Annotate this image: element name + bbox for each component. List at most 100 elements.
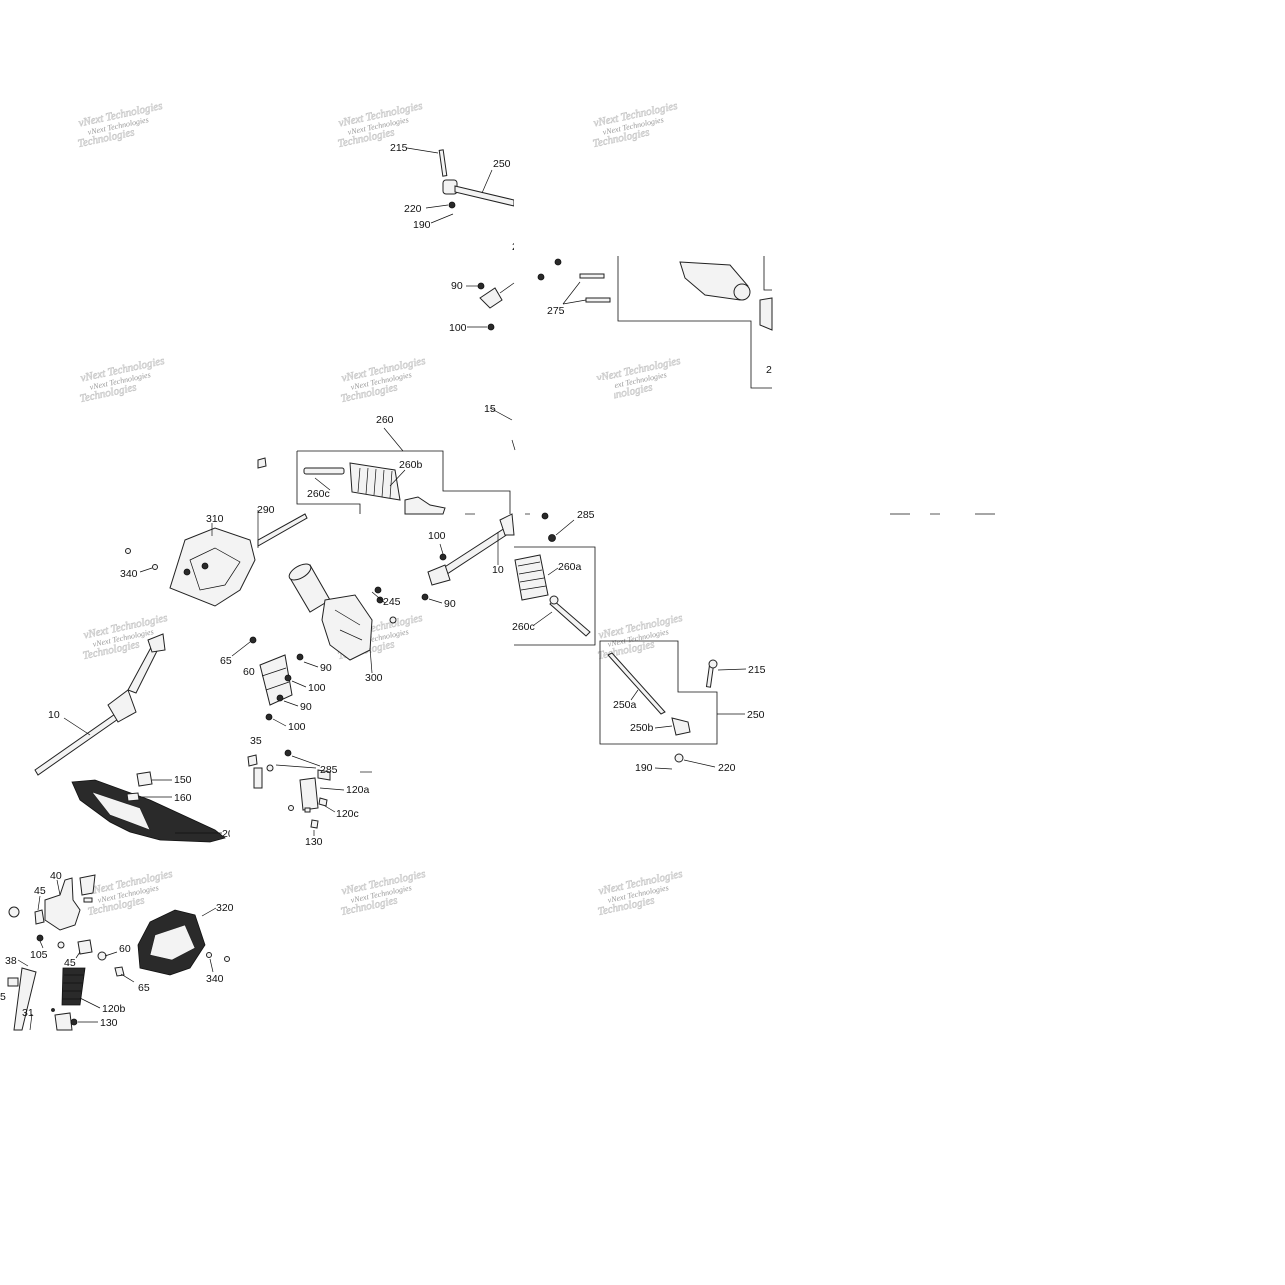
callout-label: 260	[376, 414, 394, 426]
bolt-part	[585, 297, 611, 303]
callout-label: 190	[635, 762, 653, 774]
callout-label: 105	[30, 949, 48, 961]
callout-label: 320	[216, 902, 234, 914]
cap-part	[136, 771, 153, 787]
tile-crop-masks	[230, 160, 614, 870]
bracket-part	[169, 527, 256, 607]
callout-label: 285	[320, 764, 338, 776]
callout-label: 10	[48, 709, 60, 721]
intermediate-shaft	[421, 512, 575, 604]
bushing-part	[77, 939, 93, 955]
callout-label: 220	[404, 203, 422, 215]
callout-label: 245	[383, 596, 401, 608]
clamp-part	[404, 496, 446, 515]
callout-label: 15	[484, 403, 496, 415]
callout-label: 120a	[346, 784, 370, 796]
callout-label: 275	[547, 305, 565, 317]
callout-label: 90	[451, 280, 463, 292]
callout-label: 60	[119, 943, 131, 955]
bellows-part	[61, 967, 86, 1006]
callout-label: 100	[308, 682, 326, 694]
callout-label: 340	[206, 973, 224, 985]
tilt-bracket-part	[44, 877, 81, 931]
tilt-linkage	[247, 749, 345, 836]
callout-label: 340	[120, 568, 138, 580]
tie-rod-end-part	[671, 717, 691, 736]
callout-label: 290	[257, 504, 275, 516]
power-steering-unit	[257, 457, 397, 674]
callout-label: 45	[34, 885, 46, 897]
callout-label: 100	[449, 322, 467, 334]
lower-shaft-assembly	[231, 636, 319, 727]
callout-label: 260c	[307, 488, 330, 500]
callout-label: 120c	[336, 808, 359, 820]
callout-label: 100	[428, 530, 446, 542]
callout-label: 300	[365, 672, 383, 684]
callout-label: 45	[64, 957, 76, 969]
callout-label: 90	[300, 701, 312, 713]
callout-label: 35	[250, 735, 262, 747]
u-joint-part	[479, 287, 503, 309]
bolt-part	[438, 149, 448, 177]
callout-label: 250b	[630, 722, 654, 734]
callout-label: 130	[100, 1017, 118, 1029]
gas-strut-part	[299, 777, 319, 811]
callout-label: 65	[138, 982, 150, 994]
bolt-head-part	[477, 282, 485, 290]
boot-kit-260	[296, 407, 516, 515]
gearbox-part	[321, 594, 373, 661]
callout-label: 285	[577, 509, 595, 521]
callout-label: 250	[747, 709, 765, 721]
callout-label: 250a	[613, 699, 637, 711]
callout-label: 215	[390, 142, 408, 154]
callout-label: 260b	[399, 459, 423, 471]
u-joint-part	[427, 564, 451, 586]
callout-label: 90	[320, 662, 332, 674]
lower-bellows	[7, 959, 101, 1031]
callout-label: 60	[243, 666, 255, 678]
upper-shaft-assembly	[466, 256, 773, 389]
tilt-bracket-40	[8, 874, 135, 983]
steering-column-10	[34, 633, 166, 776]
callout-label: 38	[5, 955, 17, 967]
callout-label: 120b	[102, 1003, 126, 1015]
tie-rod-assembly-right	[599, 640, 747, 770]
callout-label: 215	[748, 664, 766, 676]
callout-label: 90	[444, 598, 456, 610]
rack-boot-part	[514, 554, 549, 601]
column-support-320	[137, 907, 230, 976]
callout-label: 130	[305, 836, 323, 848]
nut-part	[487, 323, 495, 331]
callout-label: 160	[174, 792, 192, 804]
callout-label: 31	[22, 1007, 34, 1019]
column-bracket-310	[125, 523, 256, 607]
callout-label: 310	[206, 513, 224, 525]
shaft-part	[257, 513, 308, 547]
u-joint-part	[259, 654, 293, 706]
emblem-part	[126, 792, 140, 802]
callout-label: 250	[493, 158, 511, 170]
callout-label: 150	[174, 774, 192, 786]
cropped-tile-artifacts	[360, 513, 995, 773]
callout-label: 260c	[512, 621, 535, 633]
bushing-part	[34, 909, 45, 925]
boot-kit-260a	[514, 546, 596, 646]
callout-label: 100	[288, 721, 306, 733]
nut-part	[448, 201, 456, 209]
u-joint-part	[107, 689, 137, 723]
bolt-part	[579, 273, 605, 279]
callout-label: 40	[50, 870, 62, 882]
callout-labels: 23C1903 215 250 220 190 90 100 275 260 2…	[0, 142, 772, 1029]
callout-label: 190	[413, 219, 431, 231]
callout-label: 2	[766, 364, 772, 376]
callout-label: 260a	[558, 561, 582, 573]
steering-wheel-200	[71, 771, 226, 843]
tie-rod-inner-part	[303, 467, 345, 475]
callout-label: 10	[492, 564, 504, 576]
shaft-part	[13, 967, 37, 1031]
tie-rod-assembly-top	[406, 147, 515, 224]
callout-label: 65	[220, 655, 232, 667]
callout-label: 220	[718, 762, 736, 774]
